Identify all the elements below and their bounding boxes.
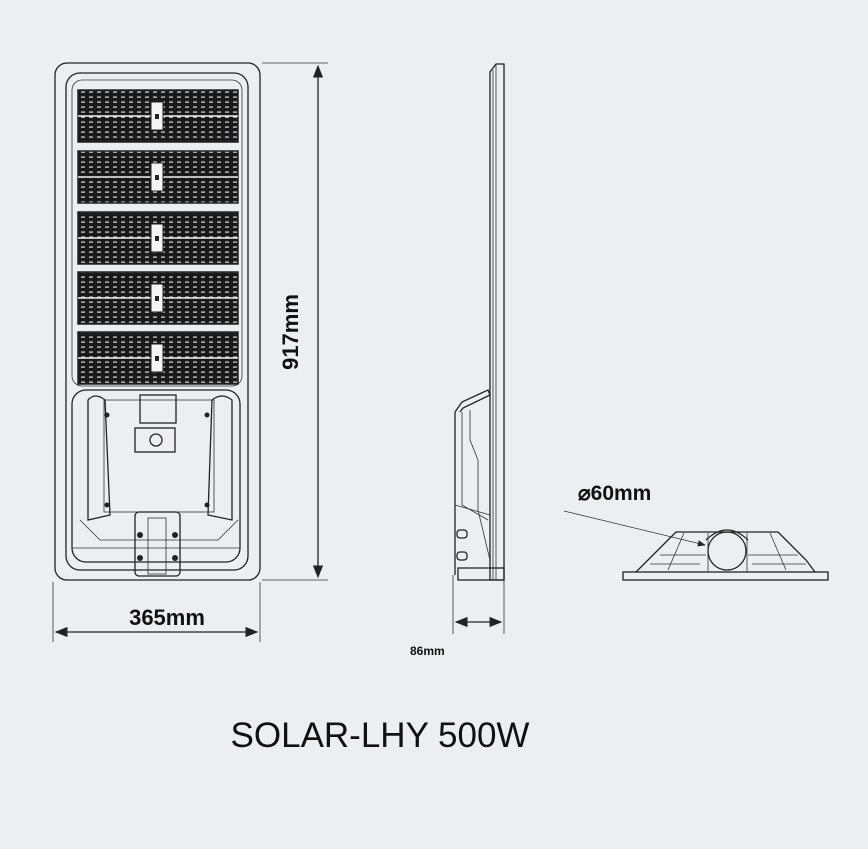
depth-label: 86mm [410,644,445,658]
front-view [54,62,261,581]
sensor [134,427,176,453]
led-module [77,211,239,265]
height-dimension: 917mm [262,62,328,581]
led-module [77,150,239,204]
width-dimension: 365mm [52,582,261,642]
depth-dimension: 86mm [410,575,505,658]
mount-bracket [71,389,241,577]
led-module [77,89,239,143]
side-view [454,63,505,581]
pole-circle [707,531,747,571]
led-modules [77,89,239,385]
pole-diameter-label: ⌀60mm [578,482,651,505]
width-label: 365mm [129,605,205,630]
height-label: 917mm [278,294,303,370]
product-title: SOLAR-LHY 500W [230,716,530,755]
led-module [77,271,239,325]
top-view: ⌀60mm [563,482,829,581]
led-module [77,331,239,385]
